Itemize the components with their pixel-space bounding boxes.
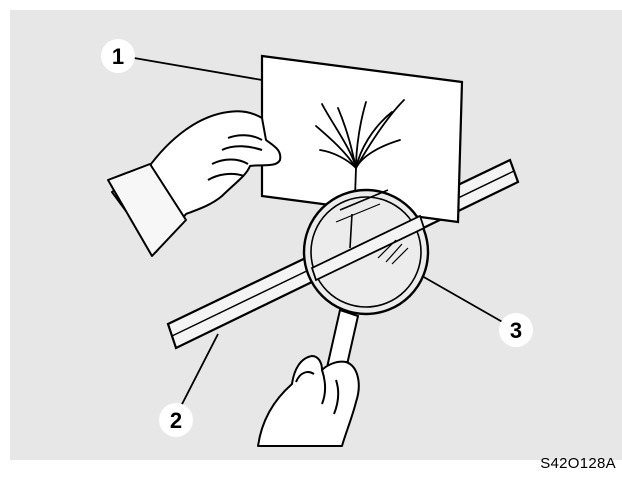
callout-1: 1 [101, 39, 135, 73]
callout-3: 3 [499, 313, 533, 347]
callout-2: 2 [159, 403, 193, 437]
svg-text:2: 2 [170, 408, 182, 433]
svg-text:1: 1 [112, 44, 124, 69]
figure-code: S42O128A [540, 455, 616, 472]
svg-text:3: 3 [510, 318, 522, 343]
